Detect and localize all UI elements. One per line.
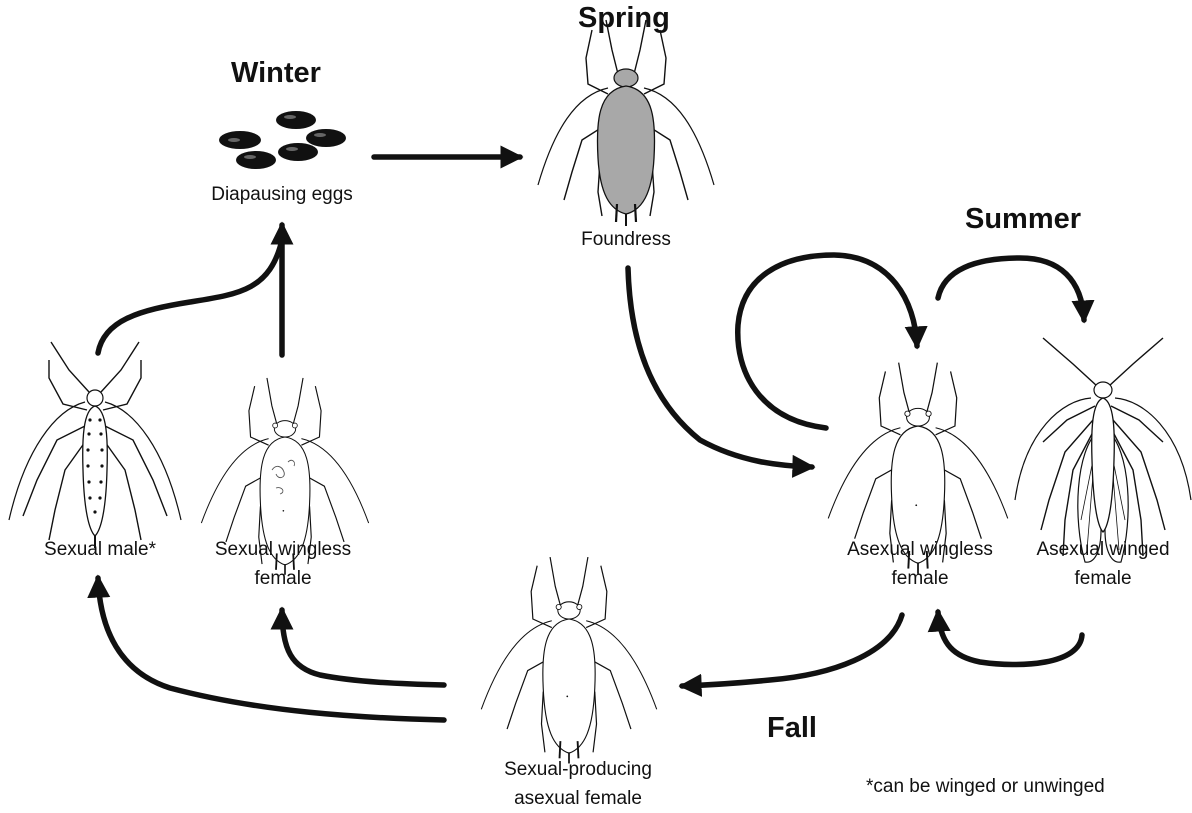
season-spring: Spring — [578, 2, 670, 34]
label-line: Sexual-producing — [504, 759, 652, 780]
label-asexual-wingless-female: Asexual wingless female — [820, 535, 1020, 593]
label-line: female — [1074, 568, 1132, 589]
arrow-asexual-to-winged — [935, 255, 1095, 324]
label-diapausing-eggs: Diapausing eggs — [211, 184, 353, 205]
label-line: asexual female — [514, 788, 642, 809]
asexual-winged-female-drawing — [1014, 337, 1192, 563]
egg — [306, 129, 346, 147]
label-asexual-winged-female: Asexual winged female — [1013, 535, 1192, 593]
arrow-asexual-self-loop — [735, 252, 928, 431]
footnote: *can be winged or unwinged — [866, 776, 1105, 797]
label-line: Sexual wingless — [214, 539, 352, 560]
cycle-arrows — [87, 145, 1095, 723]
label-sexual-wingless-female: Sexual wingless female — [188, 535, 378, 593]
arrow-foundress-to-asexual — [625, 265, 816, 478]
egg-highlight — [314, 133, 326, 137]
egg-highlight — [286, 147, 298, 151]
foundress-drawing — [536, 18, 716, 228]
arrow-to-sexual-wingless-female — [270, 606, 447, 688]
diapausing-eggs-drawing — [219, 111, 346, 169]
arrow-to-sexual-male — [87, 574, 447, 723]
label-foundress: Foundress — [581, 229, 671, 250]
label-line: female — [891, 568, 949, 589]
label-line: Asexual wingless — [847, 539, 993, 560]
label-line: Asexual winged — [1036, 539, 1170, 560]
egg — [276, 111, 316, 129]
label-line: female — [254, 568, 312, 589]
egg-highlight — [244, 155, 256, 159]
season-winter: Winter — [231, 57, 321, 89]
egg — [236, 151, 276, 169]
egg-highlight — [228, 138, 240, 142]
arrow-winged-to-asexual — [927, 608, 1085, 668]
embryo-scribbles — [271, 459, 295, 495]
sexual-male-drawing — [8, 341, 182, 549]
label-sexual-male: Sexual male* — [44, 539, 156, 560]
sexual-producing-female-drawing — [480, 556, 658, 765]
arrow-male-to-eggs — [95, 237, 285, 356]
egg-highlight — [284, 115, 296, 119]
season-summer: Summer — [965, 203, 1082, 235]
egg — [278, 143, 318, 161]
label-sexual-producing-female: Sexual-producing asexual female — [468, 755, 688, 813]
arrow-asexual-to-sexual-producing — [678, 612, 905, 697]
season-fall: Fall — [767, 712, 817, 744]
